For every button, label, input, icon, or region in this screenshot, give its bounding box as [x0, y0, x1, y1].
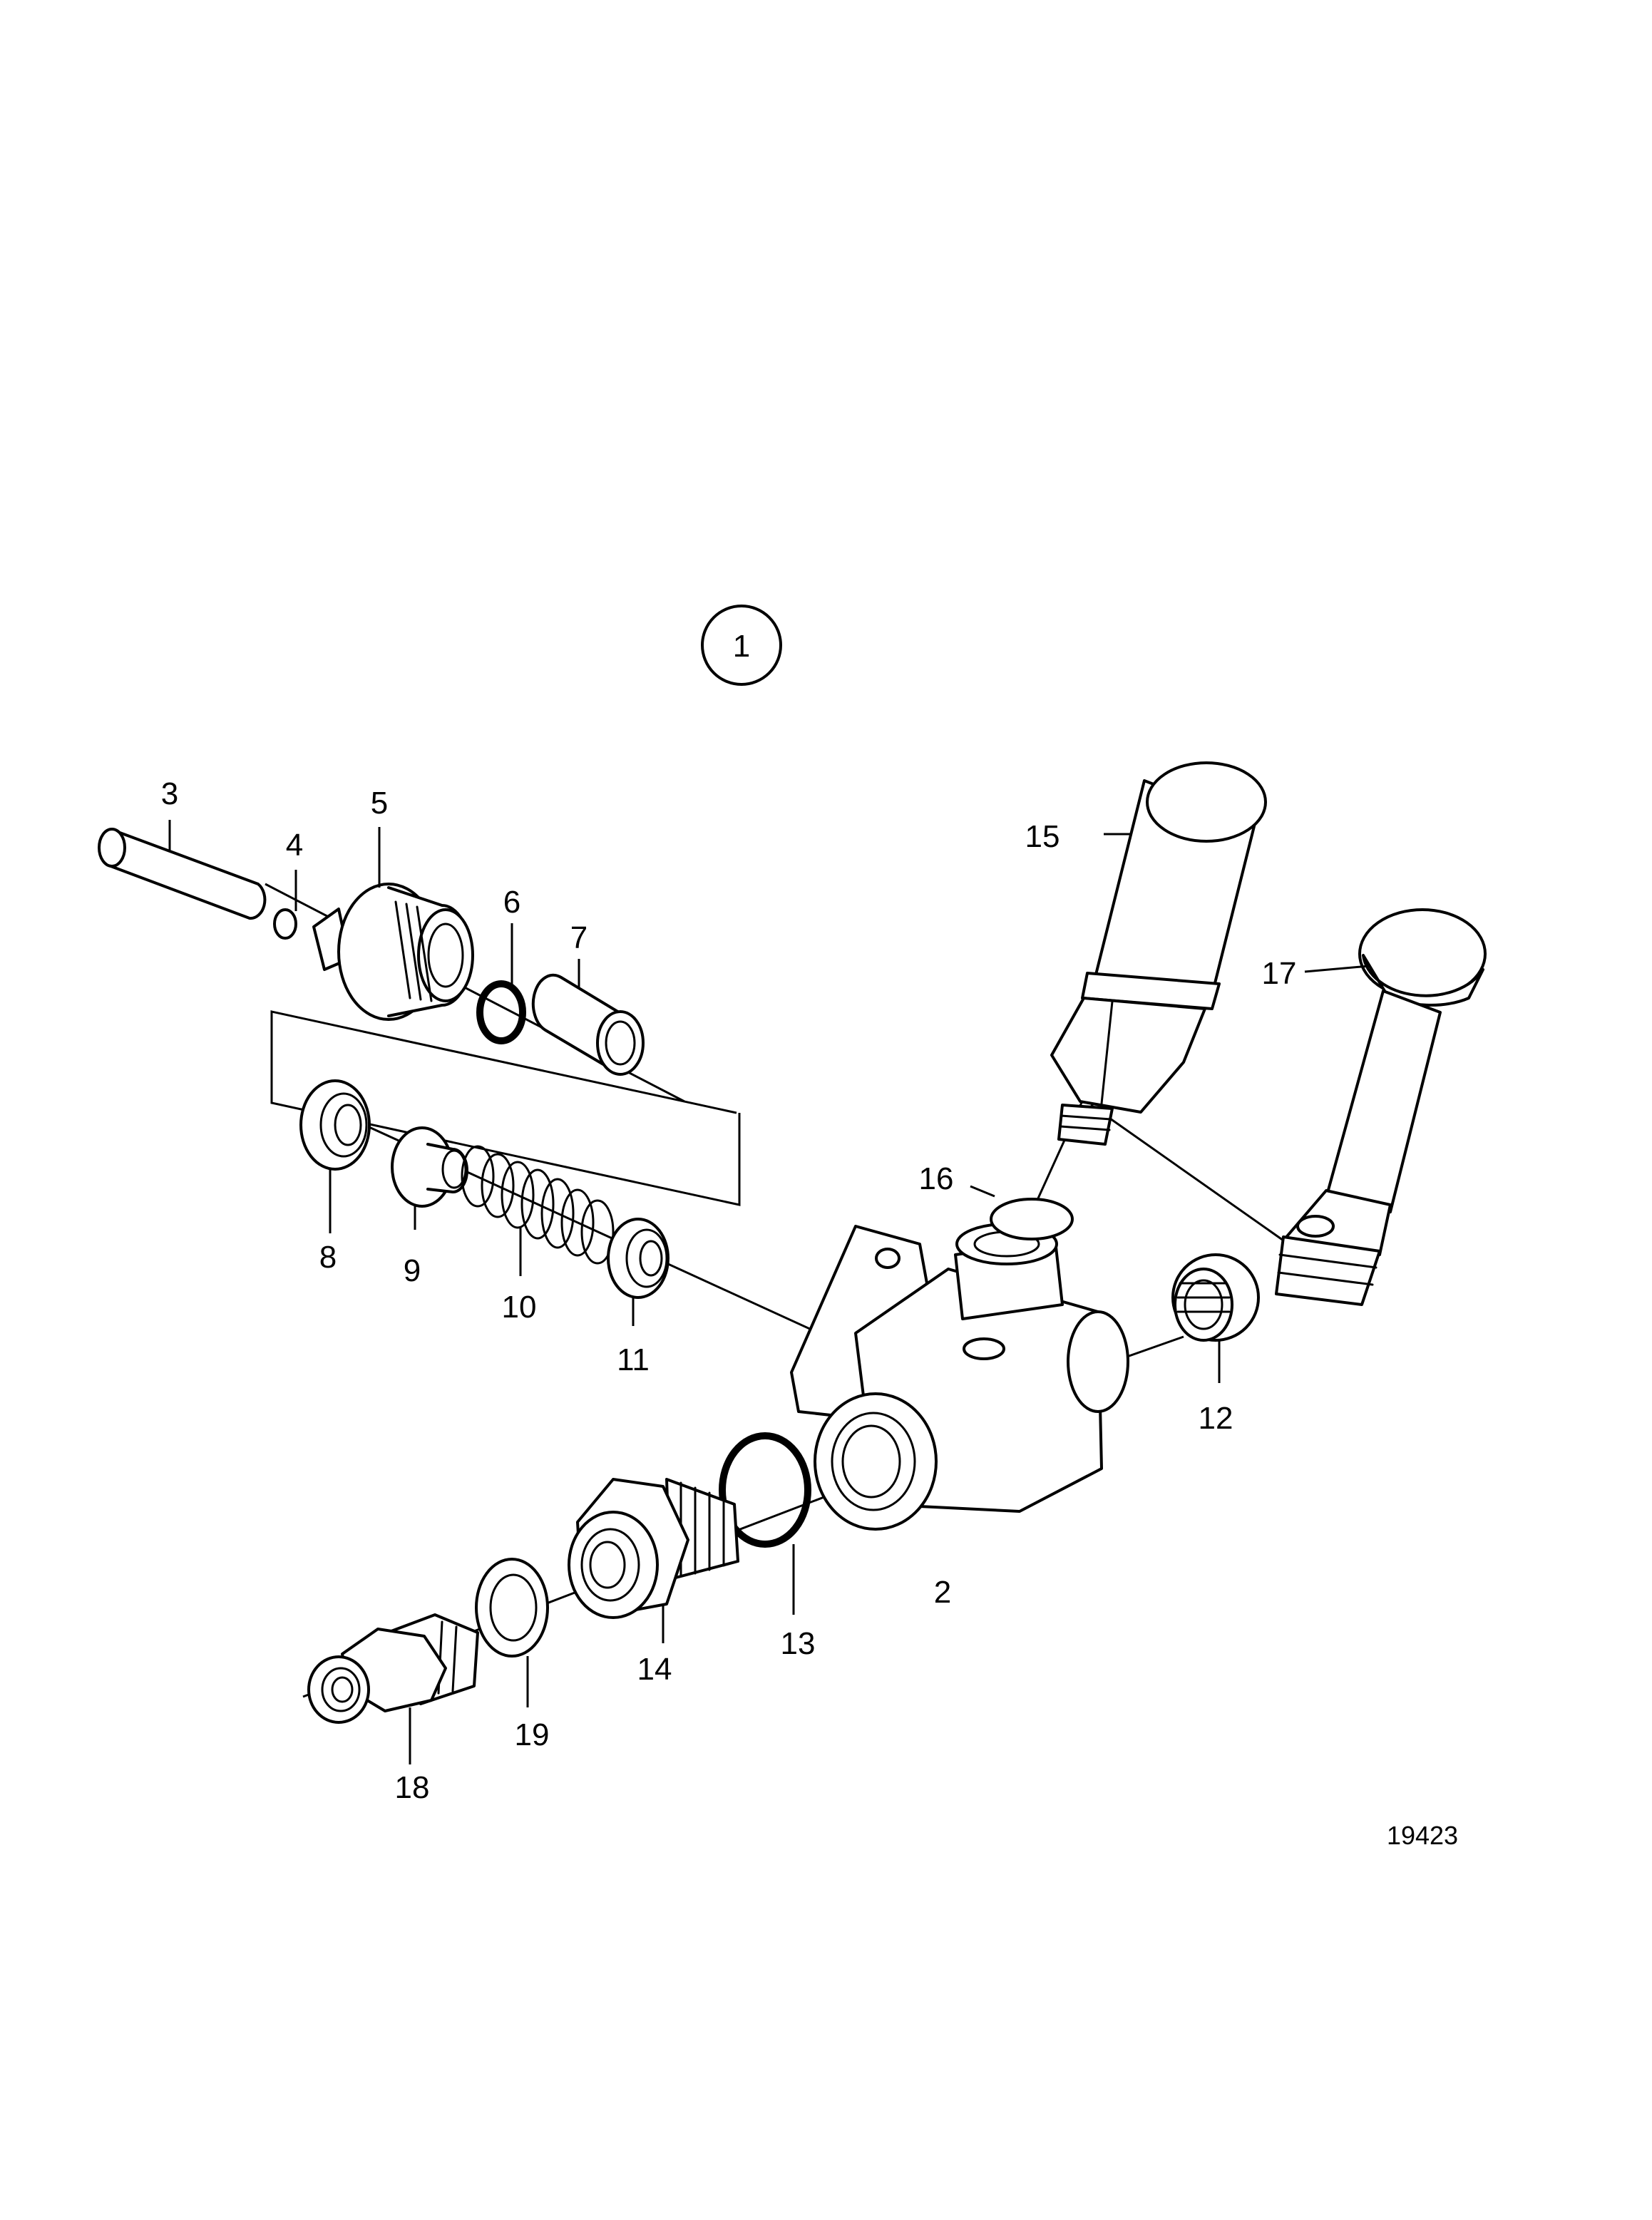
callout-16: 16 — [919, 1161, 954, 1196]
part-3-pin — [98, 828, 267, 920]
group-bracket — [270, 1010, 741, 1206]
part-17-primer-pump — [1275, 908, 1487, 1306]
callout-3: 3 — [161, 776, 178, 811]
part-9-valve — [391, 1126, 468, 1208]
callout-18: 18 — [395, 1770, 430, 1805]
part-15-hand-pump — [1050, 761, 1267, 1146]
part-12-plug — [1171, 1253, 1260, 1342]
callout-17: 17 — [1262, 956, 1297, 991]
assembly-marker-label: 1 — [733, 629, 750, 664]
callout-19: 19 — [515, 1717, 550, 1752]
leader-lines — [168, 820, 1370, 1764]
assembly-marker: 1 — [701, 605, 782, 686]
callout-5: 5 — [371, 786, 388, 821]
callout-13: 13 — [781, 1626, 816, 1661]
part-13-oring — [719, 1432, 811, 1548]
callout-7: 7 — [570, 920, 588, 955]
part-8-seat — [299, 1079, 371, 1171]
figure-number: 19423 — [1387, 1821, 1458, 1850]
callout-12: 12 — [1199, 1401, 1233, 1436]
callout-4: 4 — [286, 828, 303, 863]
part-5-threaded-housing — [312, 883, 474, 1021]
part-4-small-oring — [273, 908, 297, 940]
callout-15: 15 — [1025, 819, 1060, 854]
callout-6: 6 — [503, 885, 520, 920]
callout-labels: 3 4 5 6 7 8 9 10 11 12 2 13 14 19 18 15 … — [161, 776, 1297, 1805]
callout-9: 9 — [404, 1253, 421, 1288]
part-10-spring — [461, 1145, 615, 1265]
part-7-sleeve — [531, 973, 645, 1076]
callout-14: 14 — [637, 1652, 672, 1687]
part-16-oring — [990, 1198, 1074, 1240]
part-2-pump-body — [790, 1223, 1129, 1531]
part-18-adapter — [307, 1613, 479, 1724]
callout-2: 2 — [934, 1575, 951, 1610]
part-14-union-nut — [568, 1478, 739, 1619]
part-6-oring — [476, 980, 526, 1044]
callout-8: 8 — [319, 1240, 337, 1275]
callout-10: 10 — [502, 1290, 537, 1325]
part-11-seat — [607, 1218, 669, 1299]
callout-11: 11 — [617, 1342, 650, 1377]
part-19-washer — [475, 1558, 549, 1658]
